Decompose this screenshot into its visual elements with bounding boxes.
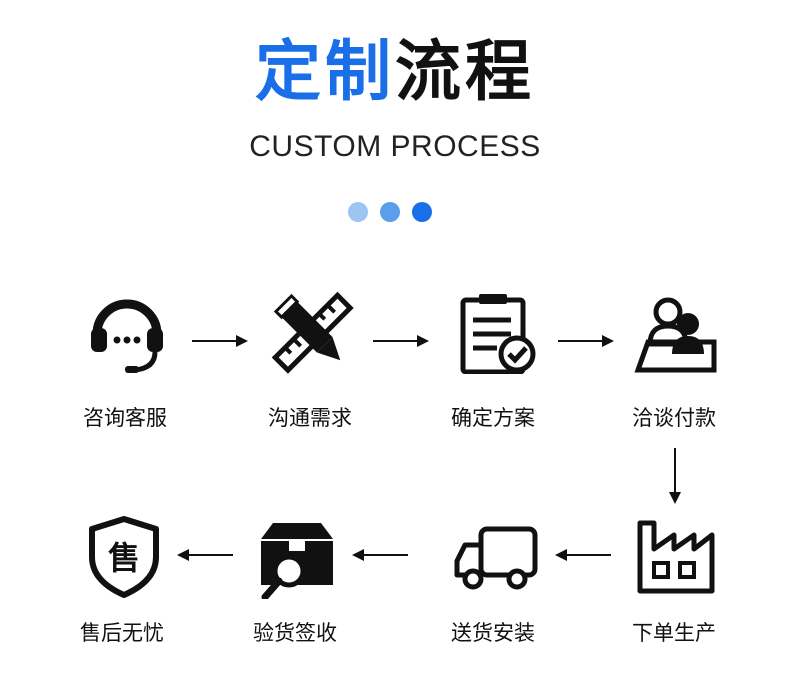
- step-label: 洽谈付款: [632, 406, 716, 430]
- arrow-right-3: [558, 335, 614, 347]
- arrow-right-2: [373, 335, 429, 347]
- headset-icon: [91, 299, 163, 373]
- arrow-left-3: [177, 549, 233, 561]
- page-title: 定制流程: [0, 32, 790, 112]
- meeting-icon: [634, 297, 717, 373]
- arrow-down: [669, 448, 681, 504]
- title-black: 流程: [395, 33, 535, 110]
- clipboard-check-icon: [460, 294, 536, 374]
- step-label: 验货签收: [253, 621, 337, 645]
- step-label: 售后无忧: [80, 621, 164, 645]
- arrow-left-1: [555, 549, 611, 561]
- box-inspect-icon: [261, 523, 333, 599]
- step-label: 沟通需求: [268, 406, 352, 430]
- arrow-left-2: [352, 549, 408, 561]
- shield-char: 售: [108, 539, 140, 577]
- pencil-ruler-icon: [271, 291, 354, 374]
- factory-icon: [637, 520, 715, 594]
- decor-dots: [348, 202, 432, 222]
- step-label: 咨询客服: [83, 406, 167, 430]
- shield-icon: 售: [89, 516, 159, 598]
- dot-2: [380, 202, 400, 222]
- arrow-right-1: [192, 335, 248, 347]
- title-blue: 定制: [255, 33, 395, 110]
- step-label: 下单生产: [632, 621, 716, 645]
- step-label: 确定方案: [451, 406, 535, 430]
- dot-3: [412, 202, 432, 222]
- dot-1: [348, 202, 368, 222]
- page-subtitle: CUSTOM PROCESS: [249, 130, 541, 163]
- truck-icon: [454, 526, 538, 590]
- step-label: 送货安装: [451, 621, 535, 645]
